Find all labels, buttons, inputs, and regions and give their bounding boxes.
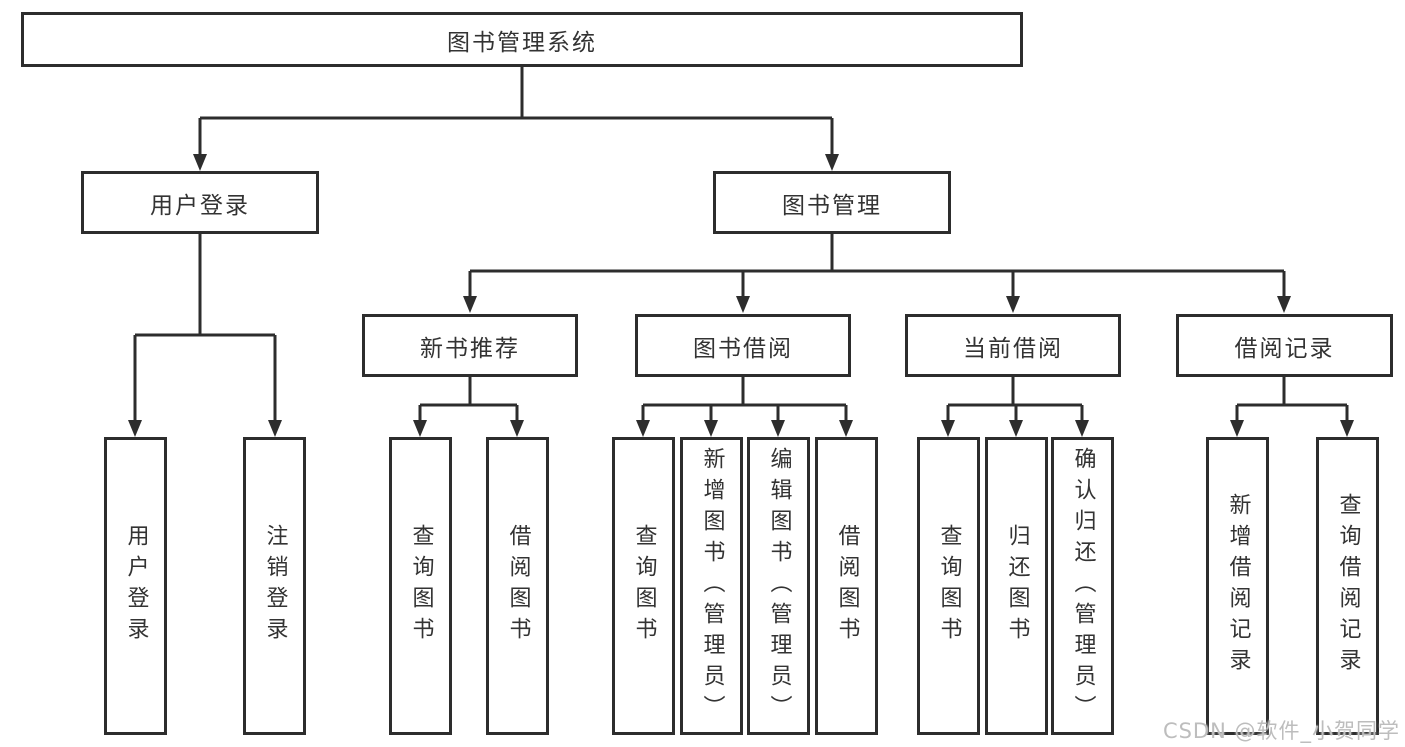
arrowhead-icon: [1075, 420, 1089, 437]
arrowhead-icon: [1340, 420, 1354, 437]
node-label: 注销登录: [262, 524, 288, 648]
leaf-query-books-current: 查询图书: [917, 437, 980, 735]
leaf-borrow-books: 借阅图书: [815, 437, 878, 735]
leaf-query-books-borrowing: 查询图书: [612, 437, 675, 735]
node-label: 用户登录: [123, 524, 149, 648]
node-label: 归还图书: [1004, 524, 1030, 648]
arrowhead-icon: [941, 420, 955, 437]
node-current-borrowing: 当前借阅: [905, 314, 1121, 377]
node-label: 用户登录: [150, 192, 250, 219]
arrowhead-icon: [736, 296, 750, 313]
csdn-watermark: CSDN @软件_小贺同学: [1162, 719, 1400, 743]
arrowhead-icon: [1277, 296, 1291, 313]
leaf-confirm-return-admin: 确认归还（管理员）: [1051, 437, 1114, 735]
arrowheads: [128, 154, 1354, 437]
node-label: 借阅图书: [505, 524, 531, 648]
node-label: 确认归还（管理员）: [1070, 446, 1096, 726]
arrowhead-icon: [704, 420, 718, 437]
arrowhead-icon: [268, 420, 282, 437]
node-label: 当前借阅: [963, 335, 1063, 362]
node-label: 图书借阅: [693, 335, 793, 362]
leaf-borrow-books-recommend: 借阅图书: [486, 437, 549, 735]
node-label: 查询图书: [936, 524, 962, 648]
node-label: 新增借阅记录: [1225, 493, 1251, 679]
node-label: 编辑图书（管理员）: [766, 446, 792, 726]
node-label: 新书推荐: [420, 335, 520, 362]
node-label: 查询图书: [408, 524, 434, 648]
leaf-user-login: 用户登录: [104, 437, 167, 735]
node-label: 查询借阅记录: [1335, 493, 1361, 679]
arrowhead-icon: [463, 296, 477, 313]
leaf-add-books-admin: 新增图书（管理员）: [680, 437, 743, 735]
arrowhead-icon: [636, 420, 650, 437]
arrowhead-icon: [839, 420, 853, 437]
arrowhead-icon: [1230, 420, 1244, 437]
node-label: 图书管理系统: [447, 29, 597, 56]
node-borrowing-records: 借阅记录: [1176, 314, 1393, 377]
arrowhead-icon: [771, 420, 785, 437]
arrowhead-icon: [825, 154, 839, 171]
node-label: 借阅记录: [1234, 335, 1335, 362]
leaf-edit-books-admin: 编辑图书（管理员）: [747, 437, 810, 735]
leaf-add-borrow-record: 新增借阅记录: [1206, 437, 1269, 735]
node-root: 图书管理系统: [21, 12, 1023, 67]
node-book-borrowing: 图书借阅: [635, 314, 851, 377]
arrowhead-icon: [193, 154, 207, 171]
arrowhead-icon: [1006, 296, 1020, 313]
leaf-query-borrow-record: 查询借阅记录: [1316, 437, 1379, 735]
node-label: 新增图书（管理员）: [699, 446, 725, 726]
node-label: 图书管理: [782, 192, 882, 219]
arrowhead-icon: [128, 420, 142, 437]
arrowhead-icon: [510, 420, 524, 437]
node-new-book-recommend: 新书推荐: [362, 314, 578, 377]
node-label: 查询图书: [631, 524, 657, 648]
leaf-logout-login: 注销登录: [243, 437, 306, 735]
arrowhead-icon: [413, 420, 427, 437]
node-user-login: 用户登录: [81, 171, 319, 234]
node-label: 借阅图书: [834, 524, 860, 648]
leaf-return-books: 归还图书: [985, 437, 1048, 735]
arrowhead-icon: [1009, 420, 1023, 437]
node-book-management: 图书管理: [713, 171, 951, 234]
leaf-query-books-recommend: 查询图书: [389, 437, 452, 735]
